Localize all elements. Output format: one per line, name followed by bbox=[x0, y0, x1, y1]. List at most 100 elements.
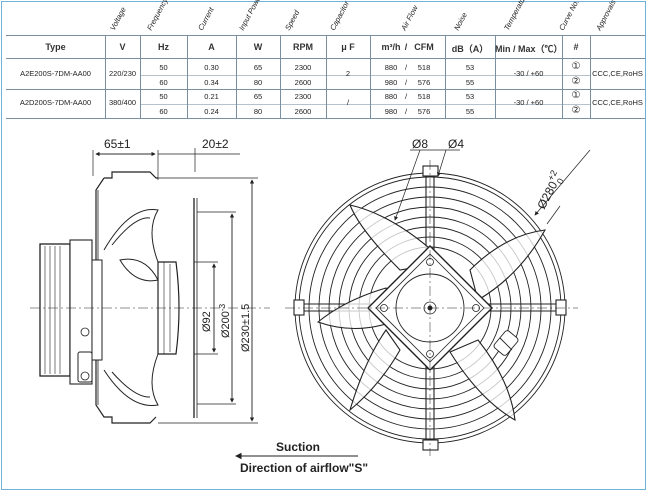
model-voltage: 380/400 bbox=[108, 98, 137, 107]
row-hz: 60 bbox=[159, 107, 168, 116]
table-line bbox=[495, 35, 496, 118]
caption-suction: Suction bbox=[276, 440, 320, 454]
row-current: 0.34 bbox=[204, 78, 219, 87]
row-airflow-cfm: 576 bbox=[417, 78, 431, 87]
label-outer-dia: Ø280+20 bbox=[532, 168, 568, 212]
table-line bbox=[105, 35, 106, 118]
table-line bbox=[280, 35, 281, 118]
spec-table: Voltage Frequency Current Input Power Sp… bbox=[0, 0, 649, 119]
header-capacitor: Capacitor bbox=[328, 0, 352, 33]
label-depth: 65±1 bbox=[104, 137, 131, 151]
table-line bbox=[445, 35, 446, 118]
row-hz: 50 bbox=[159, 92, 168, 101]
cable-gland-front bbox=[493, 330, 519, 356]
label-hole: Ø8 bbox=[412, 137, 428, 151]
row-speed: 2600 bbox=[294, 107, 312, 116]
label-offset: 20±2 bbox=[202, 137, 229, 151]
model-capacitor: 2 bbox=[345, 69, 351, 78]
label-ring-dia: Ø200-3 bbox=[218, 303, 232, 338]
unit-noise: dB（A） bbox=[451, 44, 489, 54]
side-view bbox=[30, 148, 270, 424]
fan-hub bbox=[157, 261, 180, 355]
unit-current: A bbox=[208, 42, 215, 52]
row-hz: 60 bbox=[159, 78, 168, 87]
fan-blades-side bbox=[103, 209, 159, 407]
table-line bbox=[6, 35, 645, 36]
row-current: 0.21 bbox=[204, 92, 219, 101]
label-guard-dia: Ø230±1.5 bbox=[240, 304, 252, 352]
row-hz: 50 bbox=[159, 63, 168, 72]
label-hub-dia: Ø92 bbox=[201, 311, 213, 332]
row-airflow-m3h: 880 bbox=[384, 92, 398, 101]
table-line bbox=[562, 35, 563, 118]
unit-voltage: V bbox=[119, 42, 126, 52]
table-line bbox=[370, 35, 371, 118]
row-curve: ② bbox=[571, 105, 581, 116]
row-airflow-cfm: 518 bbox=[417, 92, 431, 101]
model-approvals: CCC,CE,RoHS bbox=[592, 69, 643, 78]
row-power: 65 bbox=[253, 92, 263, 101]
guard-bracket bbox=[95, 171, 158, 424]
table-line bbox=[140, 104, 590, 105]
table-line bbox=[236, 35, 237, 118]
row-curve: ① bbox=[571, 61, 581, 72]
unit-curve: # bbox=[573, 42, 579, 52]
row-airflow-sep: / bbox=[404, 92, 408, 101]
row-noise: 53 bbox=[465, 63, 475, 72]
row-airflow-cfm: 518 bbox=[417, 63, 431, 72]
row-power: 80 bbox=[253, 78, 263, 87]
unit-frequency: Hz bbox=[158, 42, 169, 52]
unit-power: W bbox=[253, 42, 263, 52]
table-line bbox=[187, 35, 188, 118]
row-power: 65 bbox=[253, 63, 263, 72]
unit-airflow-m3h: m³/h bbox=[381, 42, 401, 52]
row-power: 80 bbox=[253, 107, 263, 116]
header-approvals: Approvals bbox=[594, 0, 618, 33]
row-noise: 55 bbox=[465, 107, 475, 116]
row-airflow-sep: / bbox=[404, 78, 408, 87]
row-current: 0.30 bbox=[204, 63, 219, 72]
unit-speed: RPM bbox=[293, 42, 313, 52]
row-curve: ① bbox=[571, 90, 581, 101]
cable-gland bbox=[77, 327, 93, 383]
table-line bbox=[140, 35, 141, 118]
dim-offset-line bbox=[158, 148, 240, 172]
unit-airflow-cfm: CFM bbox=[414, 42, 434, 52]
row-airflow-m3h: 980 bbox=[384, 107, 398, 116]
row-noise: 53 bbox=[465, 92, 475, 101]
table-line bbox=[326, 35, 327, 118]
caption-airflow: Direction of airflow"S" bbox=[240, 461, 368, 475]
technical-drawing: 65±1 20±2 Ø92 Ø200-3 Ø230±1.5 bbox=[30, 137, 591, 475]
row-speed: 2300 bbox=[294, 92, 312, 101]
row-airflow-m3h: 880 bbox=[384, 63, 398, 72]
model-capacitor: / bbox=[346, 98, 350, 107]
dim-depth-line bbox=[92, 150, 159, 180]
model-voltage: 220/230 bbox=[108, 69, 137, 78]
table-line bbox=[590, 35, 591, 118]
row-speed: 2600 bbox=[294, 78, 312, 87]
row-airflow-cfm: 576 bbox=[417, 107, 431, 116]
model-type: A2D200S-7DM-AA00 bbox=[19, 98, 92, 107]
table-line bbox=[140, 75, 590, 76]
row-airflow-m3h: 980 bbox=[384, 78, 398, 87]
row-noise: 55 bbox=[465, 78, 475, 87]
front-dim-leaders bbox=[394, 149, 591, 225]
unit-airflow-sep: / bbox=[404, 42, 408, 52]
row-curve: ② bbox=[571, 76, 581, 87]
row-current: 0.24 bbox=[204, 107, 219, 116]
table-line bbox=[6, 89, 645, 90]
fan-blades-front bbox=[316, 204, 547, 422]
row-airflow-sep: / bbox=[404, 107, 408, 116]
unit-capacitor: μ F bbox=[341, 42, 355, 52]
model-temperature: -30 / +60 bbox=[513, 98, 544, 107]
model-temperature: -30 / +60 bbox=[513, 69, 544, 78]
table-line bbox=[6, 118, 645, 119]
label-slot: Ø4 bbox=[448, 137, 464, 151]
table-line bbox=[6, 58, 645, 59]
model-type: A2E200S-7DM-AA00 bbox=[20, 69, 91, 78]
row-speed: 2300 bbox=[294, 63, 312, 72]
model-approvals: CCC,CE,RoHS bbox=[592, 98, 643, 107]
front-view bbox=[285, 149, 591, 456]
unit-type: Type bbox=[45, 42, 66, 52]
